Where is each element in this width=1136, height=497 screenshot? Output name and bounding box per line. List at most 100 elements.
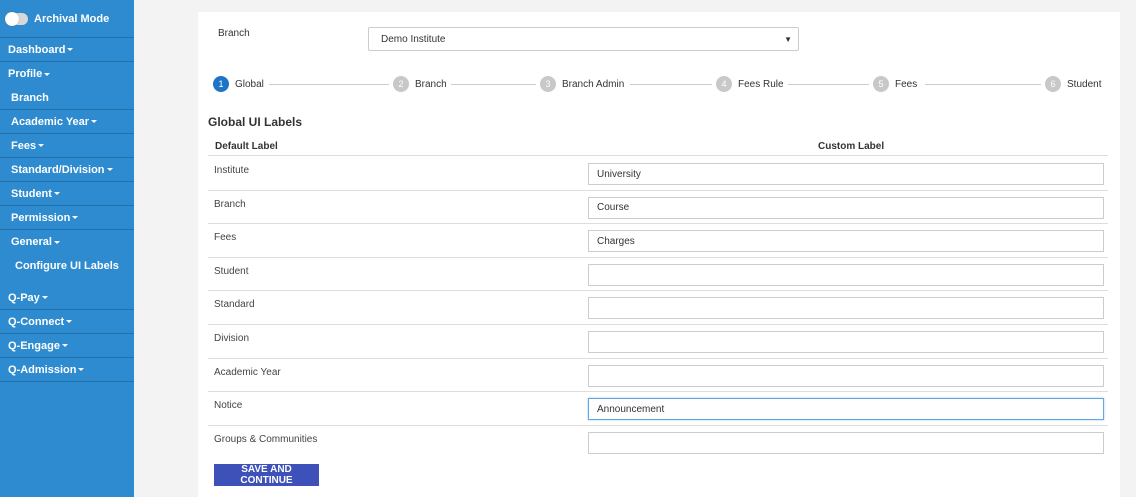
sidebar-item-label: Academic Year [11, 115, 90, 128]
sidebar-item-label: Q-Pay [8, 291, 40, 304]
sidebar-item-label: Fees [11, 139, 37, 152]
step-number: 1 [213, 76, 229, 92]
sidebar-item-q-engage[interactable]: Q-Engage [0, 334, 134, 358]
stepper-connector [786, 84, 869, 85]
step-global[interactable]: 1 Global [213, 76, 268, 92]
column-custom-label: Custom Label [818, 141, 885, 152]
step-label: Student [1067, 78, 1102, 90]
stepper-connector [630, 84, 712, 85]
toggle-switch[interactable] [5, 11, 28, 26]
column-default-label: Default Label [215, 141, 278, 152]
table-row: Student [208, 258, 1108, 292]
custom-label-input[interactable] [588, 230, 1104, 253]
sidebar-item-dashboard[interactable]: Dashboard [0, 38, 134, 62]
table-row: Division [208, 325, 1108, 359]
sidebar-item-label: Q-Connect [8, 315, 65, 328]
custom-label-input[interactable] [588, 364, 1104, 387]
step-number: 2 [393, 76, 409, 92]
table-row: Notice [208, 392, 1108, 426]
step-label: Fees [895, 78, 918, 90]
step-number: 3 [540, 76, 556, 92]
default-label-cell: Standard [214, 299, 255, 311]
sidebar-item-branch[interactable]: Branch [0, 86, 134, 110]
stepper-connector [269, 84, 389, 85]
sidebar-item-label: Q-Engage [8, 339, 60, 352]
custom-label-input[interactable] [588, 431, 1104, 454]
stepper-connector [925, 84, 1041, 85]
archival-mode-label: Archival Mode [34, 12, 110, 25]
branch-select-value: Demo Institute [381, 33, 446, 45]
toggle-knob [5, 11, 19, 26]
table-row: Groups & Communities [208, 426, 1108, 460]
step-number: 6 [1045, 76, 1061, 92]
table-row: Standard [208, 291, 1108, 325]
default-label-cell: Division [214, 332, 250, 344]
sidebar-item-q-admission[interactable]: Q-Admission [0, 358, 134, 382]
sidebar-item-q-connect[interactable]: Q-Connect [0, 310, 134, 334]
labels-table: InstituteBranchFeesStudentStandardDivisi… [208, 157, 1108, 459]
sidebar-item-label: Branch [11, 91, 49, 104]
caret-down-icon [66, 320, 73, 323]
default-label-cell: Institute [214, 165, 250, 176]
default-label-cell: Branch [214, 198, 246, 210]
table-row: Institute [208, 157, 1108, 191]
sidebar-item-configure-ui-labels[interactable]: Configure UI Labels [0, 254, 134, 278]
caret-down-icon [91, 120, 98, 123]
sidebar-item-standard-division[interactable]: Standard/Division [0, 158, 134, 182]
stepper-connector [449, 84, 536, 85]
caret-down-icon [106, 168, 113, 171]
default-label-cell: Fees [214, 232, 237, 244]
nav-spacer [0, 278, 134, 286]
caret-down-icon [67, 48, 74, 51]
archival-mode-toggle[interactable]: Archival Mode [0, 0, 134, 38]
branch-label: Branch [218, 28, 250, 39]
step-fees[interactable]: 5 Fees [873, 76, 922, 92]
sidebar-item-label: Profile [8, 68, 43, 80]
step-number: 4 [716, 76, 732, 92]
sidebar-item-label: Standard/Division [11, 163, 105, 176]
default-label-cell: Academic Year [214, 366, 281, 378]
step-label: Branch [415, 78, 447, 90]
chevron-down-icon: ▼ [784, 35, 792, 44]
step-fees-rule[interactable]: 4 Fees Rule [716, 76, 788, 92]
sidebar-item-label: Student [11, 187, 52, 200]
custom-label-input[interactable] [588, 398, 1104, 421]
sidebar-item-fees[interactable]: Fees [0, 134, 134, 158]
default-label-cell: Groups & Communities [214, 433, 318, 445]
sidebar-item-label: Q-Admission [8, 363, 77, 376]
caret-down-icon [38, 144, 45, 147]
step-branch[interactable]: 2 Branch [393, 76, 451, 92]
custom-label-input[interactable] [588, 163, 1104, 185]
sidebar-item-permission[interactable]: Permission [0, 206, 134, 230]
custom-label-input[interactable] [588, 196, 1104, 219]
default-label-cell: Notice [214, 400, 243, 412]
caret-down-icon [72, 216, 79, 219]
step-label: Fees Rule [738, 78, 784, 90]
sidebar-item-profile[interactable]: Profile [0, 62, 134, 86]
sidebar-item-label: Permission [11, 211, 71, 224]
custom-label-input[interactable] [588, 297, 1104, 320]
custom-label-input[interactable] [588, 263, 1104, 286]
step-label: Global [235, 78, 264, 90]
save-and-continue-button[interactable]: SAVE AND CONTINUE [214, 464, 319, 486]
sidebar-item-academic-year[interactable]: Academic Year [0, 110, 134, 134]
caret-down-icon [44, 72, 51, 76]
step-number: 5 [873, 76, 889, 92]
sidebar-item-student[interactable]: Student [0, 182, 134, 206]
custom-label-input[interactable] [588, 330, 1104, 353]
sidebar-item-label: General [11, 236, 52, 248]
caret-down-icon [41, 296, 48, 299]
step-student[interactable]: 6 Student [1045, 76, 1106, 92]
sidebar-item-q-pay[interactable]: Q-Pay [0, 286, 134, 310]
table-row: Academic Year [208, 359, 1108, 393]
sidebar-item-label: Dashboard [8, 43, 66, 56]
table-header: Default Label Custom Label [208, 136, 1108, 156]
sidebar-item-general[interactable]: General [0, 230, 134, 254]
branch-select[interactable]: Demo Institute ▼ [368, 27, 799, 51]
default-label-cell: Student [214, 265, 249, 277]
table-row: Branch [208, 191, 1108, 225]
